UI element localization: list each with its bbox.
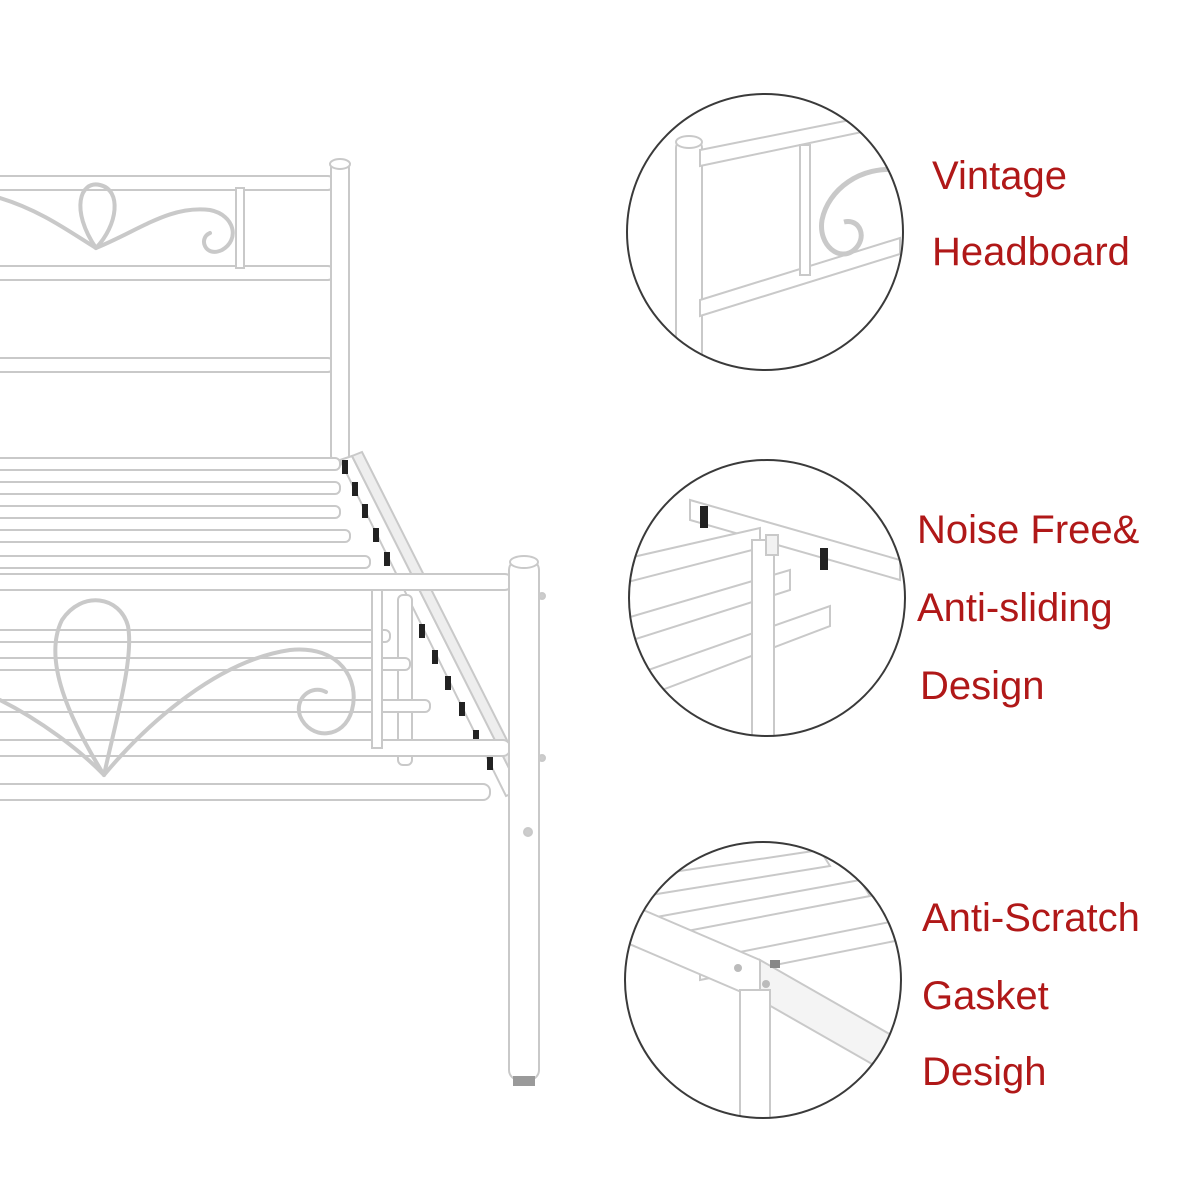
callout-3-line-1: Anti-Scratch (922, 896, 1140, 940)
slat-joint-closeup-icon (629, 498, 901, 736)
callout-2-line-2: Anti-sliding (917, 586, 1113, 630)
callout-3-line-3: Desigh (922, 1050, 1047, 1094)
footboard (0, 555, 546, 1086)
corner-gasket-closeup-circle (624, 841, 902, 1119)
corner-gasket-closeup-icon (625, 848, 901, 1118)
callout-1-line-2: Headboard (932, 230, 1130, 274)
callout-2-line-1: Noise Free& (917, 508, 1140, 552)
headboard (0, 158, 351, 463)
bed-slats (0, 457, 371, 569)
slat-joint-closeup-circle (628, 459, 906, 737)
callout-3-line-2: Gasket (922, 974, 1049, 1018)
callout-1-line-1: Vintage (932, 154, 1067, 198)
callout-2-line-3: Design (920, 664, 1045, 708)
headboard-closeup-icon (675, 108, 901, 370)
headboard-closeup-circle (626, 93, 904, 371)
bed-frame-illustration (0, 158, 546, 1086)
